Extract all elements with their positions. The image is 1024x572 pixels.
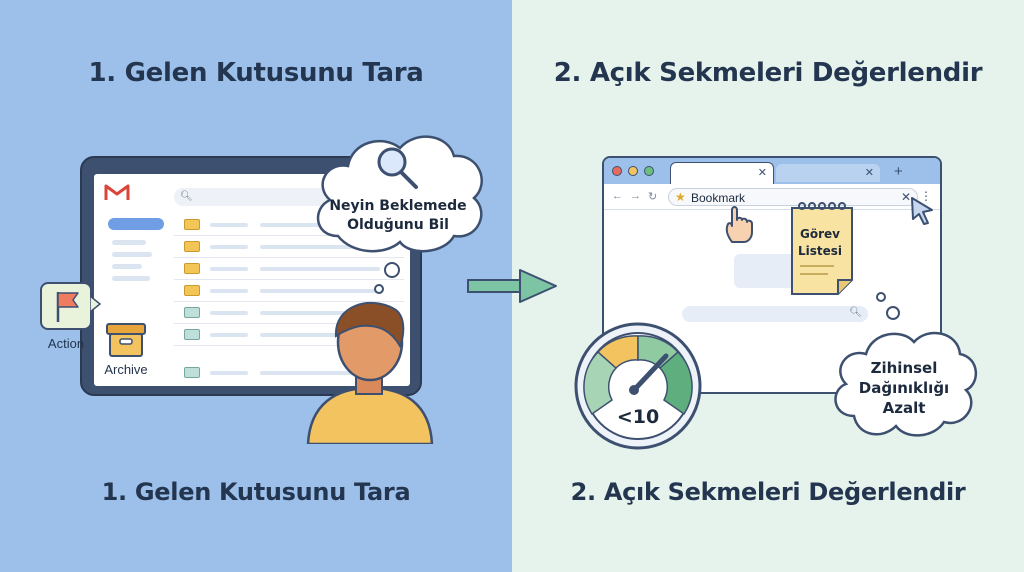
nav-item[interactable] bbox=[112, 276, 150, 281]
envelope-icon bbox=[184, 285, 200, 296]
nav-item[interactable] bbox=[112, 240, 146, 245]
right-title-top: 2. Açık Sekmeleri Değerlendir bbox=[553, 58, 983, 88]
tab-inactive[interactable]: ✕ bbox=[776, 164, 880, 182]
search-icon: 🔍︎ bbox=[849, 307, 862, 318]
forward-icon[interactable]: → bbox=[630, 190, 641, 202]
tab-close-icon[interactable]: ✕ bbox=[757, 167, 767, 179]
thought-dot bbox=[876, 292, 886, 302]
gmail-icon bbox=[104, 184, 130, 200]
envelope-icon bbox=[184, 263, 200, 274]
envelope-icon bbox=[184, 367, 200, 378]
nav-item[interactable] bbox=[112, 252, 152, 257]
thought-dot bbox=[374, 284, 384, 294]
back-icon[interactable]: ← bbox=[612, 190, 623, 202]
mail-row[interactable] bbox=[174, 324, 404, 346]
mail-row[interactable] bbox=[174, 280, 404, 302]
thought-dot bbox=[384, 262, 400, 278]
window-minimize-button[interactable] bbox=[628, 166, 638, 176]
right-title-bottom: 2. Açık Sekmeleri Değerlendir bbox=[570, 478, 966, 506]
archive-box-icon[interactable] bbox=[104, 318, 148, 358]
flag-icon bbox=[56, 292, 79, 322]
archive-label: Archive bbox=[104, 362, 148, 377]
person-illustration bbox=[306, 301, 434, 444]
mail-row[interactable] bbox=[174, 362, 404, 384]
compose-button[interactable] bbox=[108, 218, 164, 230]
thought-dot bbox=[886, 306, 900, 320]
menu-icon[interactable]: ⋮ bbox=[920, 189, 932, 203]
envelope-icon bbox=[184, 307, 200, 318]
url-clear-icon[interactable]: ✕ bbox=[900, 190, 911, 204]
window-close-button[interactable] bbox=[612, 166, 622, 176]
hand-pointer-icon bbox=[725, 206, 753, 243]
window-maximize-button[interactable] bbox=[644, 166, 654, 176]
tab-active[interactable]: ✕ bbox=[670, 162, 774, 184]
magnifier-icon bbox=[377, 147, 418, 189]
notepad-text: Görev Listesi bbox=[797, 227, 843, 258]
browser-toolbar: ← → ↻ ★ Bookmark ✕ ⋮ bbox=[604, 184, 940, 210]
left-title-bottom: 1. Gelen Kutusunu Tara bbox=[101, 478, 411, 506]
mail-row[interactable] bbox=[174, 236, 404, 258]
action-label: Action bbox=[47, 336, 85, 351]
nav-item[interactable] bbox=[112, 264, 142, 269]
bubble-left-text: Neyin Beklemede Olduğunu Bil bbox=[329, 198, 467, 233]
thought-bubble-right bbox=[834, 331, 977, 437]
envelope-icon bbox=[184, 219, 200, 230]
action-tile[interactable] bbox=[40, 282, 92, 330]
tab-close-icon[interactable]: ✕ bbox=[864, 167, 874, 179]
cursor-icon bbox=[911, 197, 933, 225]
reload-icon[interactable]: ↻ bbox=[648, 191, 658, 203]
left-title-top: 1. Gelen Kutusunu Tara bbox=[88, 58, 424, 88]
new-tab-icon[interactable]: + bbox=[894, 163, 903, 180]
envelope-icon bbox=[184, 241, 200, 252]
mail-row[interactable] bbox=[174, 258, 404, 280]
page-search-bar[interactable]: 🔍︎ bbox=[682, 306, 868, 322]
thought-bubble-left bbox=[316, 135, 483, 253]
gauge-icon bbox=[574, 322, 702, 450]
notepad-icon bbox=[791, 202, 853, 295]
url-bar-text: Bookmark bbox=[691, 191, 746, 205]
url-bar[interactable]: ★ Bookmark ✕ bbox=[668, 188, 918, 206]
action-pointer bbox=[90, 296, 102, 312]
arrow-right-icon bbox=[467, 269, 557, 303]
gauge-label: <10 bbox=[616, 406, 660, 428]
mail-row[interactable] bbox=[174, 302, 404, 324]
bubble-right-text: Zihinsel Dağınıklığı Azalt bbox=[858, 359, 950, 417]
star-icon[interactable]: ★ bbox=[675, 190, 686, 204]
envelope-icon bbox=[184, 329, 200, 340]
browser-tab-strip: ✕ ✕ + bbox=[604, 158, 940, 184]
search-icon: 🔍︎ bbox=[180, 191, 193, 202]
